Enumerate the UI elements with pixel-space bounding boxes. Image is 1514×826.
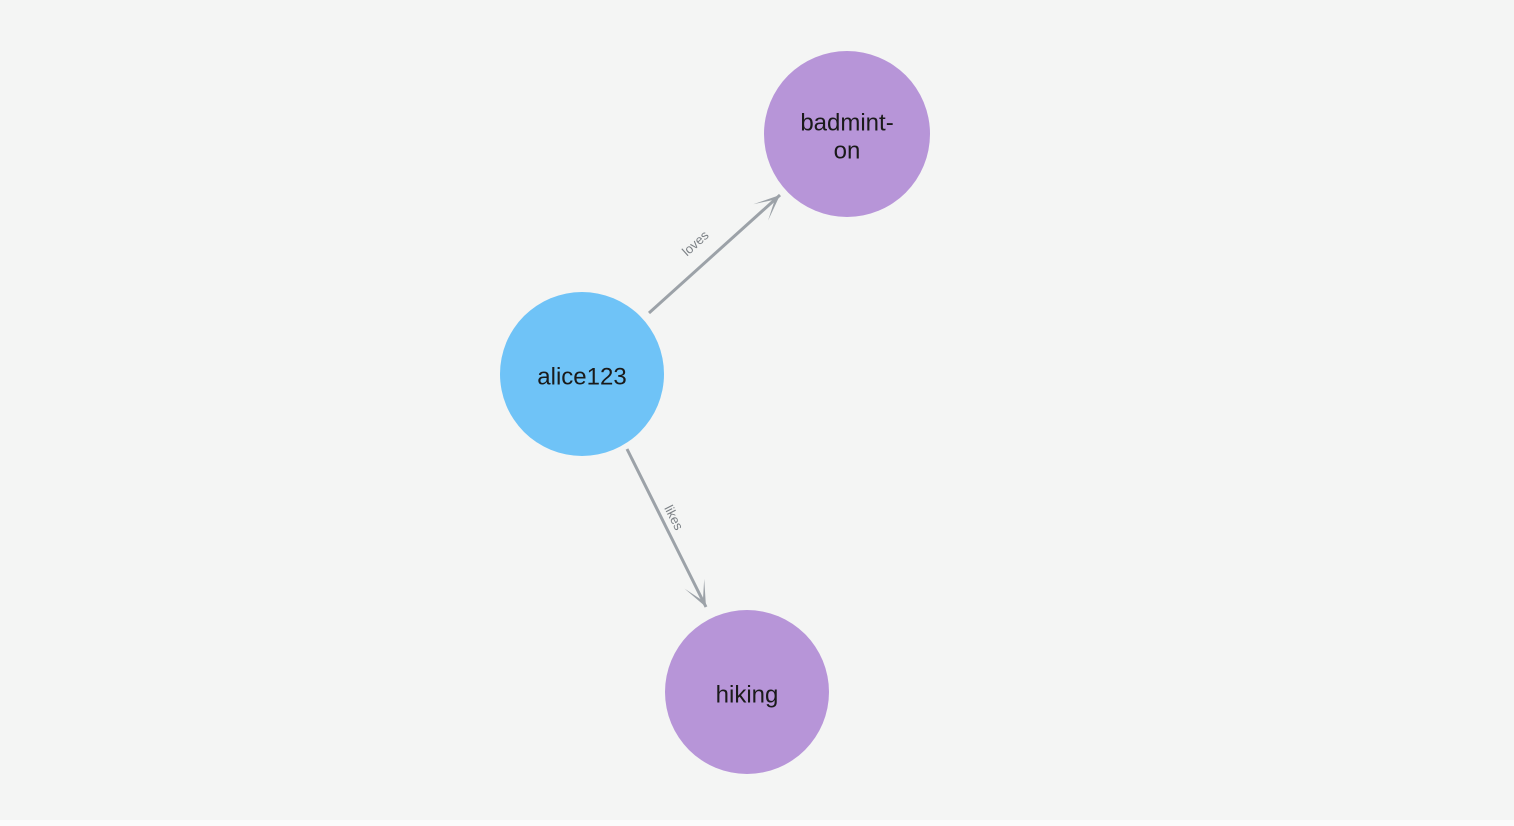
graph-node-alice123[interactable]: alice123: [500, 292, 664, 456]
edge-label-loves: loves: [679, 227, 712, 259]
edge-line-loves: [647, 193, 782, 315]
graph-node-hiking[interactable]: hiking: [665, 610, 829, 774]
edge-line-likes: [625, 448, 708, 608]
edge-alice123-loves-badminton[interactable]: loves: [647, 193, 782, 315]
nodes-layer: badmint- on alice123 hiking: [500, 51, 930, 774]
canvas-bottom-strip: [0, 820, 1514, 826]
edge-arrowhead-loves: [753, 195, 780, 221]
graph-node-badminton[interactable]: badmint- on: [764, 51, 930, 217]
node-circle-badminton[interactable]: [764, 51, 930, 217]
node-circle-hiking[interactable]: [665, 610, 829, 774]
node-circle-alice123[interactable]: [500, 292, 664, 456]
edge-arrowhead-likes: [684, 578, 706, 607]
edge-alice123-likes-hiking[interactable]: likes: [625, 448, 708, 608]
